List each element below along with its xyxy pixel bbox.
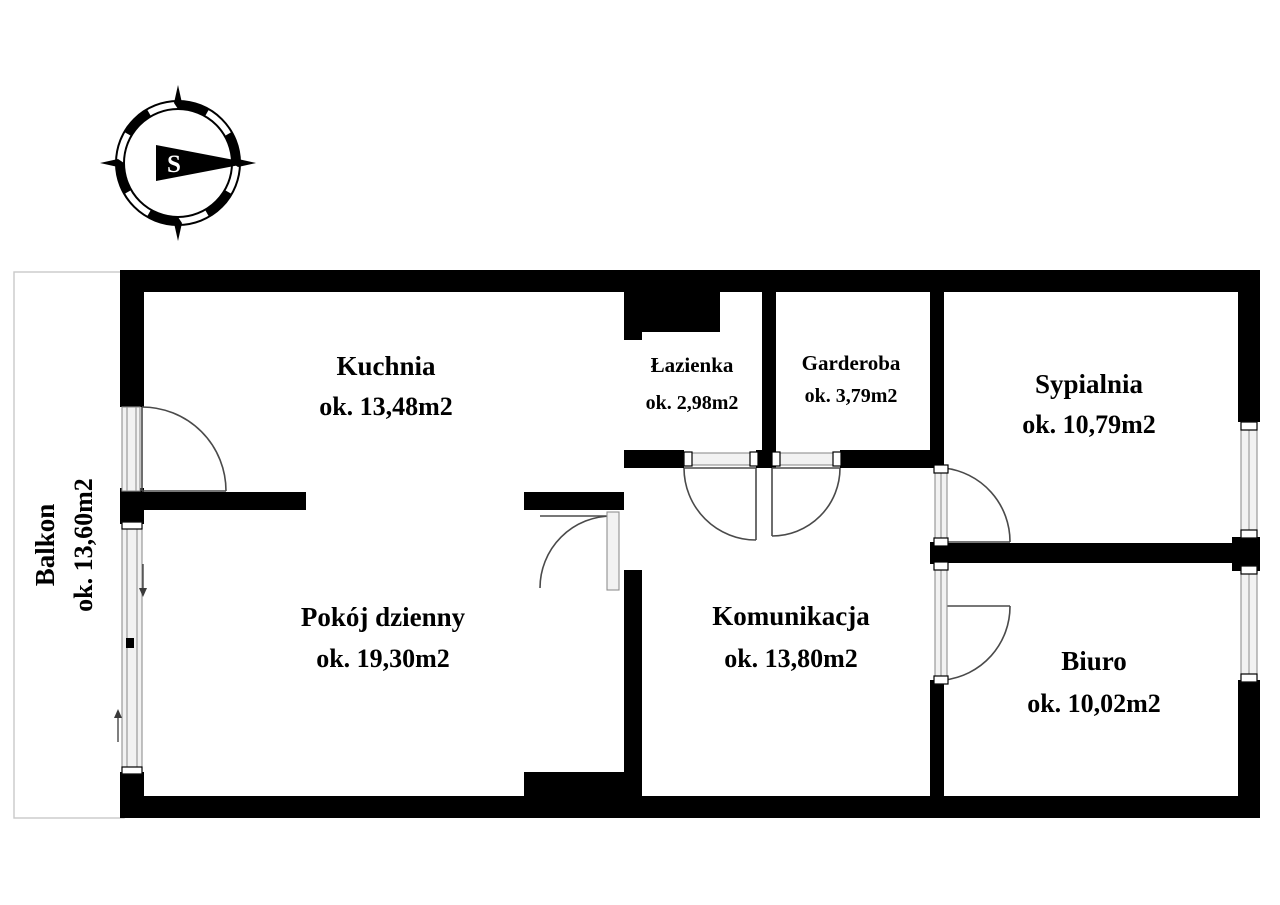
wall-exterior-top xyxy=(120,270,1260,292)
door-biuro[interactable] xyxy=(933,561,1011,685)
window-balcony-sliding xyxy=(114,521,147,775)
room-area-garderoba: ok. 3,79m2 xyxy=(805,385,898,407)
room-label-balkon: Balkon ok. 13,60m2 xyxy=(30,478,98,612)
sliding-door-catch xyxy=(126,638,134,648)
room-area-pokoj-dzienny: ok. 19,30m2 xyxy=(316,644,450,673)
room-name-kuchnia: Kuchnia xyxy=(336,351,436,381)
window-kuchnia-balcony-frame xyxy=(121,406,141,492)
wall-corridor-east-joint xyxy=(930,450,944,468)
doors-group xyxy=(141,406,1011,685)
door-lazienka[interactable] xyxy=(683,451,759,541)
wall-pilaster-bottom xyxy=(524,772,642,818)
wall-corridor-west-lower xyxy=(624,570,642,818)
wall-garderoba-sypialnia xyxy=(930,292,944,468)
wall-kuchnia-pokoj-right xyxy=(524,492,624,510)
room-name-komunikacja: Komunikacja xyxy=(712,601,870,631)
walls-group xyxy=(120,270,1260,818)
wall-exterior-left-upper xyxy=(120,270,144,407)
room-name-lazienka: Łazienka xyxy=(651,353,734,377)
wall-exterior-bottom xyxy=(120,796,1260,818)
room-area-balkon: ok. 13,60m2 xyxy=(69,478,98,612)
room-label-lazienka: Łazienka ok. 2,98m2 xyxy=(646,353,739,414)
wall-kuchnia-pokoj-left xyxy=(120,492,306,510)
room-label-biuro: Biuro ok. 10,02m2 xyxy=(1027,646,1161,718)
sliding-direction-arrows xyxy=(114,564,147,742)
room-area-biuro: ok. 10,02m2 xyxy=(1027,689,1161,718)
window-sypialnia-east xyxy=(1240,421,1258,539)
room-label-komunikacja: Komunikacja ok. 13,80m2 xyxy=(712,601,870,673)
compass-pointer xyxy=(156,145,250,181)
room-label-kuchnia: Kuchnia ok. 13,48m2 xyxy=(319,351,453,421)
wall-lazienka-bottom-left xyxy=(624,450,684,468)
north-arrow-compass: S xyxy=(100,85,256,241)
room-area-kuchnia: ok. 13,48m2 xyxy=(319,392,453,421)
wall-garderoba-bottom-left xyxy=(762,450,774,468)
wall-lazienka-garderoba xyxy=(762,292,776,468)
wall-sypialnia-biuro-pier xyxy=(1232,537,1260,571)
wall-garderoba-bottom-right xyxy=(840,450,936,468)
compass-label: S xyxy=(167,151,181,178)
room-label-pokoj-dzienny: Pokój dzienny ok. 19,30m2 xyxy=(301,602,466,673)
door-sypialnia[interactable] xyxy=(933,464,1011,547)
room-area-komunikacja: ok. 13,80m2 xyxy=(724,644,858,673)
room-label-sypialnia: Sypialnia ok. 10,79m2 xyxy=(1022,369,1156,439)
room-name-balkon: Balkon xyxy=(30,504,60,587)
room-name-sypialnia: Sypialnia xyxy=(1035,369,1144,399)
wall-exterior-right-lower xyxy=(1238,680,1260,818)
wall-exterior-left-lower xyxy=(120,772,144,818)
windows-group xyxy=(114,406,1258,775)
window-biuro-east xyxy=(1240,565,1258,683)
room-label-garderoba: Garderoba ok. 3,79m2 xyxy=(802,351,901,407)
wall-lazienka-top-thick xyxy=(624,292,720,332)
room-name-pokoj-dzienny: Pokój dzienny xyxy=(301,602,466,632)
door-pokoj-dzienny[interactable] xyxy=(539,511,620,591)
room-area-lazienka: ok. 2,98m2 xyxy=(646,392,739,414)
wall-exterior-right-upper xyxy=(1238,270,1260,422)
door-garderoba[interactable] xyxy=(771,451,842,537)
room-name-biuro: Biuro xyxy=(1061,646,1127,676)
door-kuchnia-balkon[interactable] xyxy=(141,406,227,492)
room-name-garderoba: Garderoba xyxy=(802,351,901,375)
room-area-sypialnia: ok. 10,79m2 xyxy=(1022,410,1156,439)
wall-corridor-east-lower xyxy=(930,680,944,818)
wall-sypialnia-biuro xyxy=(930,543,1240,563)
